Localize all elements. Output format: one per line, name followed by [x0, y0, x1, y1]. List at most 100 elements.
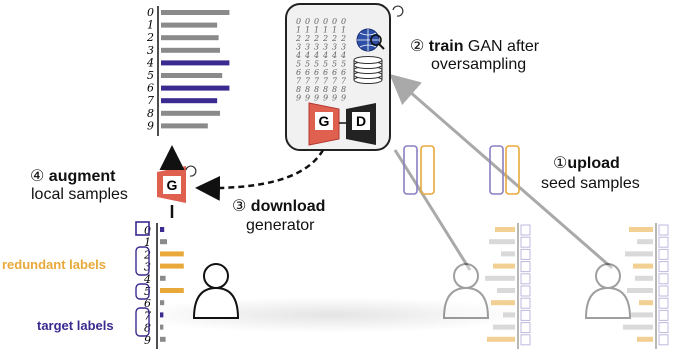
user-avatar-client-2 [584, 263, 632, 319]
top-chart-digit-label: 8 [147, 107, 154, 120]
client-chart-digit-box [520, 224, 531, 236]
client-chart-digit-box [658, 322, 669, 334]
client-chart-bar [629, 227, 653, 232]
client-chart-bar [623, 324, 653, 330]
step4-bold: augment [48, 168, 116, 185]
top-chart-bar [161, 98, 218, 104]
step1-label: ①upload [553, 153, 620, 173]
client-chart-digit-box [658, 309, 669, 321]
server-digit-glyph: 4 [322, 51, 328, 60]
top-chart-bar [161, 123, 208, 129]
server-digit-glyph: 1 [296, 26, 301, 35]
server-digit-glyph: 6 [296, 68, 301, 77]
client-chart-digit-box [520, 285, 531, 297]
server-digit-glyph: 7 [296, 77, 302, 86]
client-chart-bar [503, 312, 515, 318]
server-digit-glyph: 0 [341, 17, 346, 26]
local-chart-digit-label: 9 [144, 334, 151, 347]
step2-bold: train [428, 38, 464, 55]
local-chart-bar [160, 251, 184, 257]
client-chart-bar [495, 227, 515, 232]
local-chart-bar [160, 227, 165, 232]
server-digit-glyph: 3 [341, 43, 346, 52]
server-digit-glyph: 1 [332, 26, 337, 35]
client-chart-digit-box [520, 248, 531, 260]
discriminator-letter: D [356, 113, 366, 129]
step3-line2: generator [246, 217, 315, 234]
client-chart-bar [639, 300, 653, 306]
seed-sample-boxes [403, 145, 520, 195]
step2-number: ② [410, 38, 425, 55]
step1-number: ① [553, 155, 568, 172]
server-digit-glyph: 1 [314, 26, 319, 35]
local-chart-digit-label: 3 [144, 261, 151, 274]
server-digit-glyph: 1 [305, 26, 310, 35]
top-chart-digit-label: 1 [147, 19, 154, 32]
discriminator-icon [346, 103, 376, 145]
server-digit-glyph: 3 [296, 43, 301, 52]
server-digit-glyph: 7 [323, 77, 329, 86]
client-chart-digit-box [520, 261, 531, 273]
top-chart-bar [161, 47, 221, 53]
client-2-label-chart [623, 223, 669, 349]
server-digit-glyph: 4 [295, 51, 301, 60]
client-chart-digit-box [658, 224, 669, 236]
step3-label: ③ download [232, 196, 325, 216]
step1-bold: upload [567, 155, 620, 172]
local-generator-letter: G [167, 177, 178, 193]
client-chart-bar [625, 251, 653, 257]
database-icon [353, 56, 383, 84]
server-digit-glyph: 2 [313, 34, 319, 43]
client-chart-digit-box [520, 297, 531, 309]
top-chart-bar [161, 85, 230, 91]
step3-number: ③ [232, 198, 247, 215]
server-digit-glyph: 8 [323, 85, 328, 94]
step1-line2: seed samples [541, 175, 640, 192]
client-chart-bar [489, 239, 515, 245]
upload-arrow-1 [393, 149, 472, 271]
server-digit-glyph: 6 [314, 68, 319, 77]
target-labels-caption: target labels [37, 318, 114, 333]
server-digit-glyph: 9 [332, 94, 337, 103]
client-chart-bar [493, 263, 515, 269]
server-digit-glyph: 1 [323, 26, 328, 35]
client-chart-bar [487, 336, 515, 342]
server-generator-icon [308, 102, 340, 146]
top-chart-bar [161, 110, 221, 116]
top-chart-bar [161, 10, 230, 15]
top-chart-digit-label: 3 [147, 44, 154, 57]
server-digit-glyph: 2 [340, 34, 346, 43]
top-chart-bar [161, 22, 218, 28]
server-digit-glyph: 2 [295, 34, 301, 43]
client-chart-bar [485, 275, 515, 281]
server-digit-glyph: 2 [322, 34, 328, 43]
server-digit-glyph: 3 [305, 43, 310, 52]
seed-box [505, 145, 520, 195]
step2-rest: GAN after [467, 38, 540, 55]
server-digit-glyph: 7 [305, 77, 311, 86]
server-digit-glyph: 5 [341, 60, 346, 69]
client-chart-bar [627, 288, 653, 293]
local-chart-digit-label: 7 [144, 309, 151, 322]
server-digit-glyph: 9 [305, 94, 310, 103]
server-digit-glyph: 3 [323, 43, 328, 52]
step4-line2: local samples [31, 186, 128, 203]
server-digit-glyph: 7 [332, 77, 338, 86]
server-digit-glyph: 0 [314, 17, 319, 26]
server-digit-glyph: 6 [305, 68, 310, 77]
local-chart-digit-label: 4 [143, 273, 151, 286]
client-chart-digit-box [658, 248, 669, 260]
target-box-78 [135, 307, 150, 337]
server-digit-glyph: 9 [323, 94, 328, 103]
server-digit-glyph: 4 [331, 51, 337, 60]
client-chart-digit-box [520, 322, 531, 334]
server-generator-letter: G [319, 113, 330, 129]
server-digit-glyph: 7 [341, 77, 347, 86]
client-chart-digit-box [658, 273, 669, 285]
server-digit-glyph: 0 [296, 17, 301, 26]
user-avatar-client-1 [442, 263, 490, 319]
server-digit-glyph: 0 [323, 17, 328, 26]
